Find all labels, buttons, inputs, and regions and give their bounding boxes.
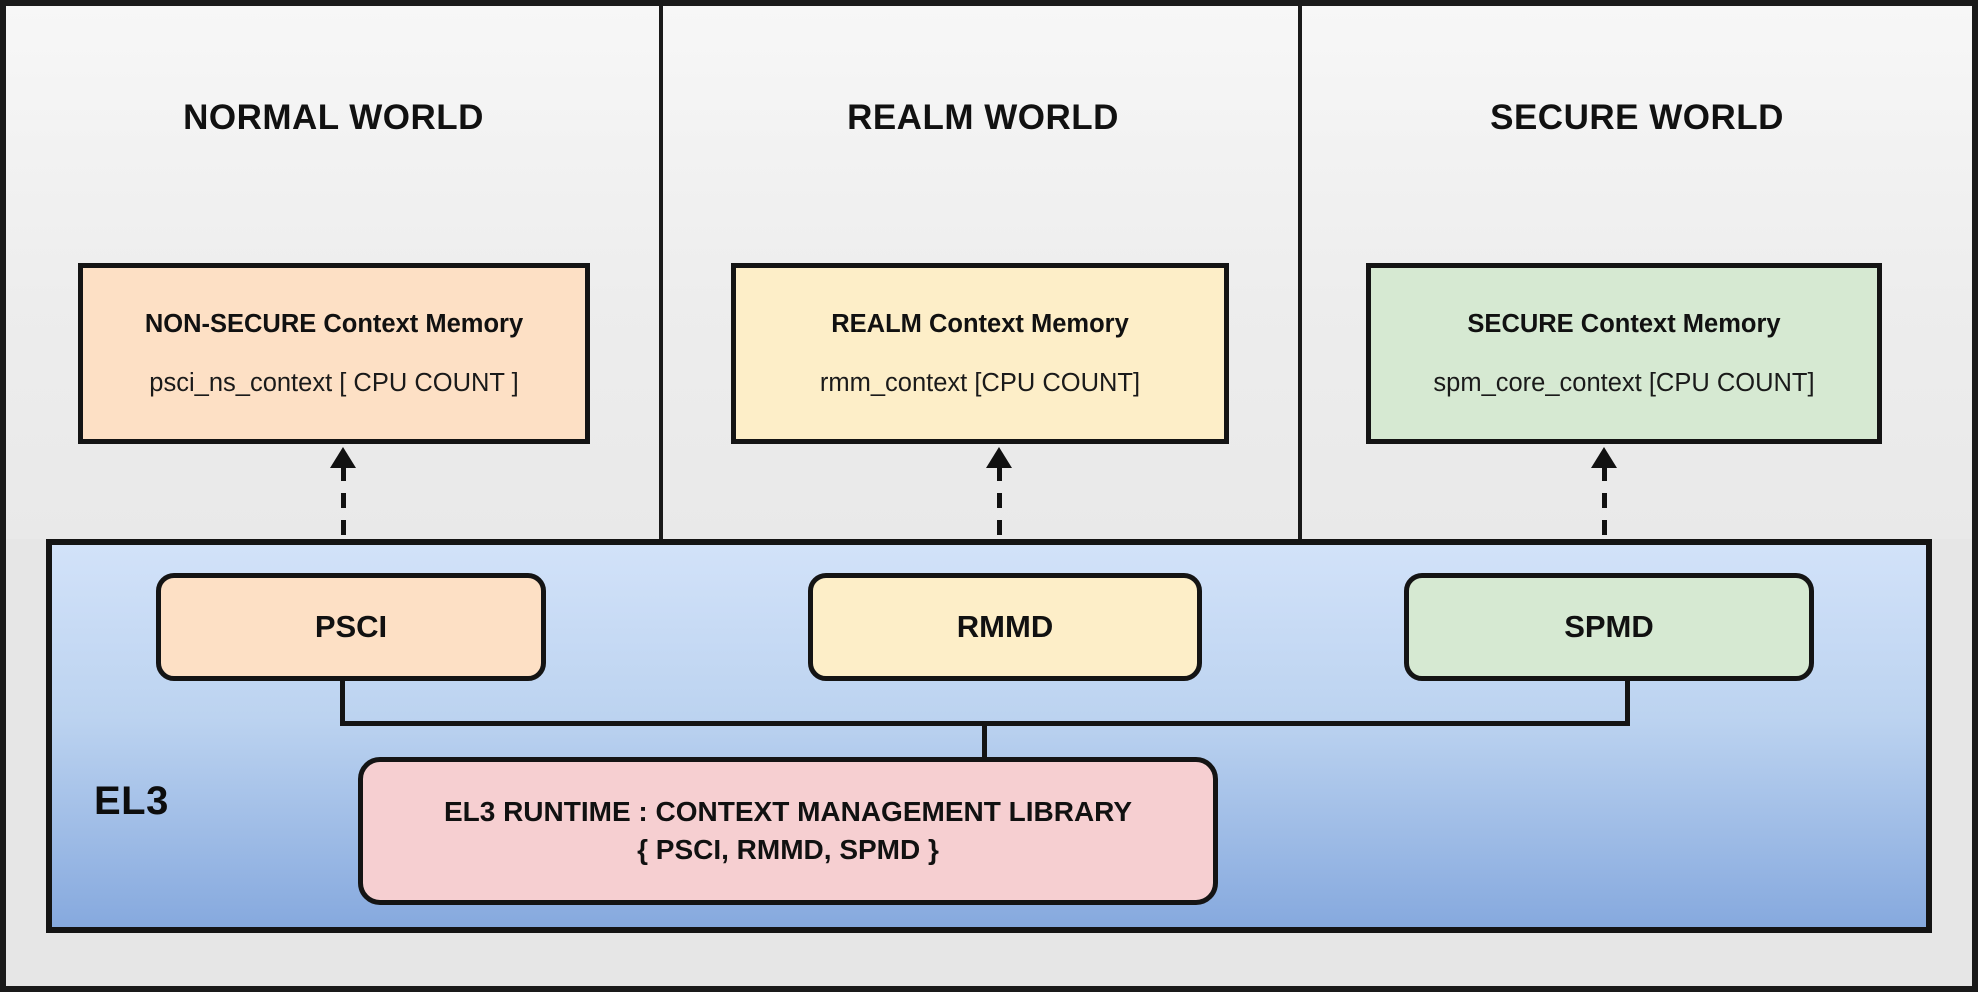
connector-drop-psci	[340, 681, 345, 725]
dash-line-normal	[341, 466, 346, 579]
context-memory-subtitle-realm: rmm_context [CPU COUNT]	[819, 368, 1141, 397]
context-memory-subtitle-secure: spm_core_context [CPU COUNT]	[1433, 368, 1815, 397]
context-memory-title-non-secure: NON-SECURE Context Memory	[144, 309, 524, 338]
world-divider-2	[1298, 6, 1302, 539]
world-title-realm: REALM WORLD	[847, 98, 1119, 137]
world-divider-1	[659, 6, 663, 539]
dash-line-secure	[1602, 466, 1607, 579]
el3-panel: EL3 PSCI RMMD SPMD EL3 RUNTIME : CONTEXT…	[46, 539, 1932, 933]
context-memory-box-realm[interactable]: REALM Context Memory rmm_context [CPU CO…	[731, 263, 1229, 444]
el3-label: EL3	[94, 779, 169, 823]
dispatcher-label-spmd: SPMD	[1564, 609, 1654, 644]
context-memory-title-realm: REALM Context Memory	[831, 309, 1129, 338]
world-column-realm: REALM WORLD	[663, 6, 1303, 539]
library-line-2: { PSCI, RMMD, SPMD }	[637, 834, 939, 865]
dispatcher-label-psci: PSCI	[314, 609, 388, 644]
world-column-secure: SECURE WORLD	[1302, 6, 1972, 539]
context-memory-subtitle-non-secure: psci_ns_context [ CPU COUNT ]	[149, 368, 519, 397]
context-memory-box-non-secure[interactable]: NON-SECURE Context Memory psci_ns_contex…	[78, 263, 590, 444]
el3-runtime-library-box[interactable]: EL3 RUNTIME : CONTEXT MANAGEMENT LIBRARY…	[358, 757, 1218, 905]
dispatcher-box-psci[interactable]: PSCI	[156, 573, 546, 681]
world-title-secure: SECURE WORLD	[1490, 98, 1784, 137]
connector-drop-spmd	[1625, 681, 1630, 725]
arrow-head-up-icon-normal	[330, 447, 356, 468]
dispatcher-box-rmmd[interactable]: RMMD	[808, 573, 1202, 681]
dispatcher-label-rmmd: RMMD	[956, 609, 1054, 644]
connector-drop-library	[982, 721, 987, 761]
dash-line-realm	[997, 466, 1002, 579]
library-line-1: EL3 RUNTIME : CONTEXT MANAGEMENT LIBRARY	[443, 796, 1133, 828]
arrow-head-up-icon-realm	[986, 447, 1012, 468]
dispatcher-box-spmd[interactable]: SPMD	[1404, 573, 1814, 681]
context-memory-box-secure[interactable]: SECURE Context Memory spm_core_context […	[1366, 263, 1882, 444]
world-title-normal: NORMAL WORLD	[183, 98, 484, 137]
context-memory-title-secure: SECURE Context Memory	[1467, 309, 1781, 338]
arrow-head-up-icon-secure	[1591, 447, 1617, 468]
world-column-normal: NORMAL WORLD	[6, 6, 661, 539]
